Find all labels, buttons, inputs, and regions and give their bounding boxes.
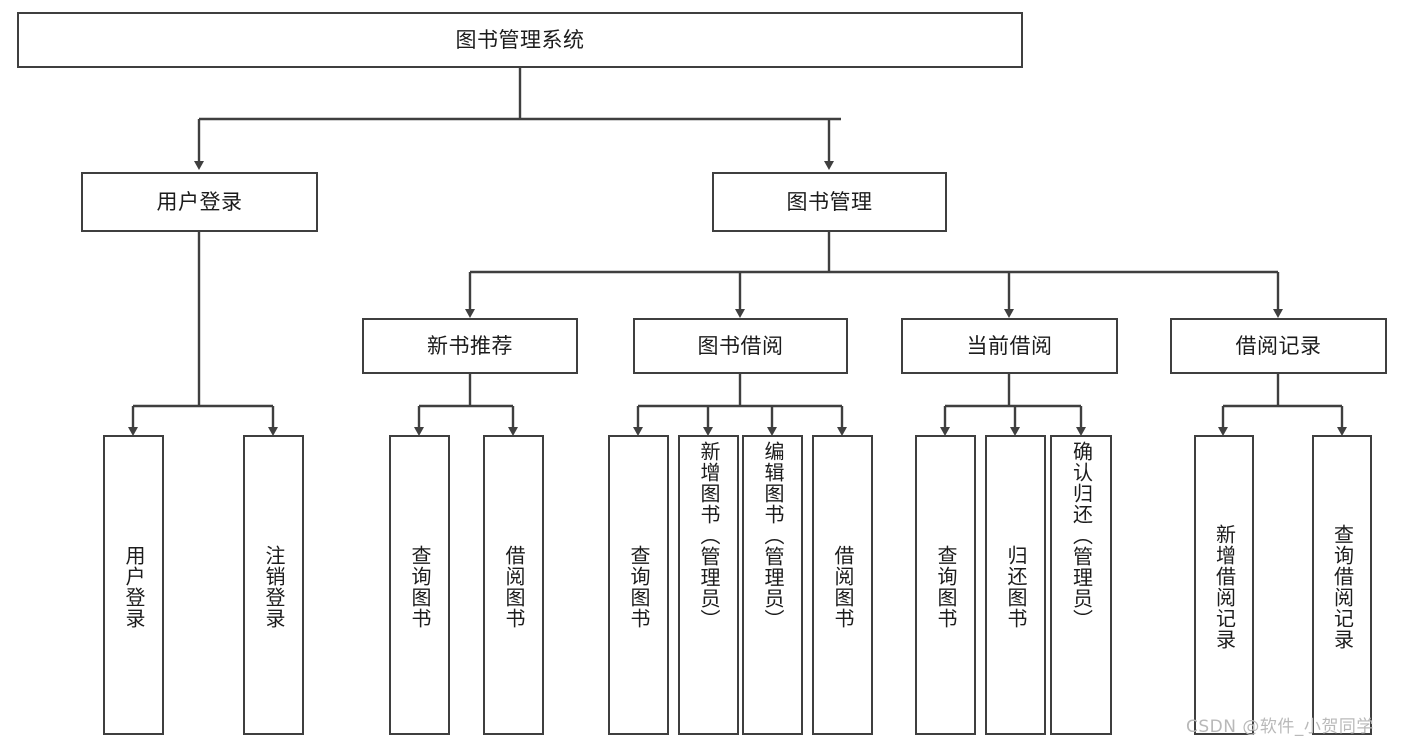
node-user-login[interactable]: 用户登录 (81, 172, 318, 232)
leaf-user-login-login-label: 用户登录 (122, 545, 146, 629)
leaf-borrow-record-query-label: 查询借阅记录 (1330, 524, 1355, 650)
leaf-book-borrow-borrow-label: 借阅图书 (831, 545, 855, 629)
node-root[interactable]: 图书管理系统 (17, 12, 1023, 68)
leaf-current-borrow-return-label: 归还图书 (1004, 545, 1028, 629)
leaf-current-borrow-confirm[interactable]: 确认归还（管理员） (1050, 435, 1112, 735)
leaf-current-borrow-query-label: 查询图书 (934, 545, 958, 629)
node-book-borrow[interactable]: 图书借阅 (633, 318, 848, 374)
leaf-current-borrow-return[interactable]: 归还图书 (985, 435, 1046, 735)
leaf-new-book-query[interactable]: 查询图书 (389, 435, 450, 735)
leaf-user-login-login[interactable]: 用户登录 (103, 435, 164, 735)
node-user-login-label: 用户登录 (156, 189, 243, 214)
leaf-new-book-borrow-label: 借阅图书 (502, 545, 526, 629)
node-borrow-record-label: 借阅记录 (1235, 333, 1322, 358)
leaf-borrow-record-add-label: 新增借阅记录 (1212, 524, 1237, 650)
leaf-user-login-logout[interactable]: 注销登录 (243, 435, 304, 735)
node-current-borrow[interactable]: 当前借阅 (901, 318, 1118, 374)
node-current-borrow-label: 当前借阅 (966, 333, 1053, 358)
leaf-book-borrow-query[interactable]: 查询图书 (608, 435, 669, 735)
leaf-new-book-query-label: 查询图书 (408, 545, 432, 629)
node-root-label: 图书管理系统 (455, 27, 585, 52)
node-new-book-recommend[interactable]: 新书推荐 (362, 318, 578, 374)
leaf-book-borrow-add[interactable]: 新增图书（管理员） (678, 435, 739, 735)
leaf-book-borrow-borrow[interactable]: 借阅图书 (812, 435, 873, 735)
leaf-user-login-logout-label: 注销登录 (262, 545, 286, 629)
leaf-new-book-borrow[interactable]: 借阅图书 (483, 435, 544, 735)
leaf-book-borrow-edit[interactable]: 编辑图书（管理员） (742, 435, 803, 735)
leaf-book-borrow-query-label: 查询图书 (627, 545, 651, 629)
leaf-borrow-record-query[interactable]: 查询借阅记录 (1312, 435, 1372, 735)
node-book-borrow-label: 图书借阅 (697, 333, 784, 358)
watermark-text: CSDN @软件_小贺同学 (1186, 717, 1374, 737)
leaf-borrow-record-add[interactable]: 新增借阅记录 (1194, 435, 1254, 735)
node-book-management[interactable]: 图书管理 (712, 172, 947, 232)
node-borrow-record[interactable]: 借阅记录 (1170, 318, 1387, 374)
node-new-book-recommend-label: 新书推荐 (427, 333, 513, 358)
leaf-current-borrow-query[interactable]: 查询图书 (915, 435, 976, 735)
leaf-book-borrow-add-label: 新增图书（管理员） (697, 441, 721, 630)
leaf-book-borrow-edit-label: 编辑图书（管理员） (761, 441, 785, 630)
leaf-current-borrow-confirm-label: 确认归还（管理员） (1069, 441, 1094, 630)
node-book-management-label: 图书管理 (786, 189, 873, 214)
